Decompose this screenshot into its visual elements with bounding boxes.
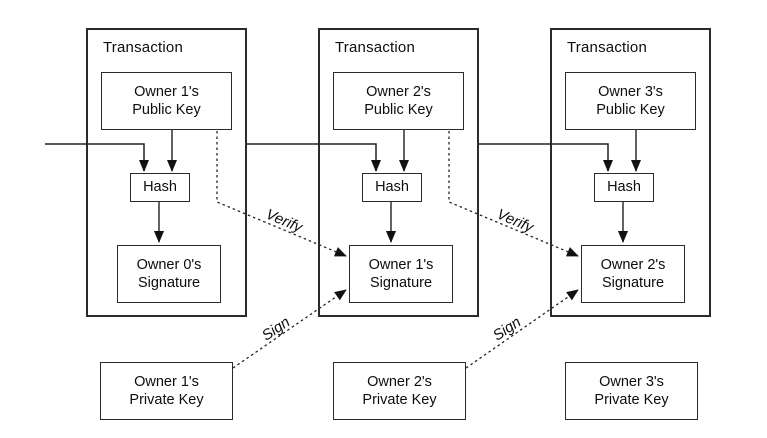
public-key-line2: Public Key — [364, 102, 433, 118]
public-key-box: Owner 2's Public Key — [333, 72, 464, 130]
chain-line-to-hash-2 — [247, 143, 381, 172]
public-key-line2: Public Key — [132, 102, 201, 118]
signature-line1: Owner 2's — [600, 256, 666, 273]
public-key-line1: Owner 3's — [598, 83, 663, 100]
signature-line2: Signature — [601, 275, 665, 291]
hash-box: Hash — [594, 173, 654, 202]
transaction-box-1: Transaction Owner 1's Public Key Hash Ow… — [86, 28, 247, 317]
verify-arrow-1 — [216, 131, 347, 257]
signature-box: Owner 2's Signature — [581, 245, 685, 303]
private-key-line1: Owner 1's — [134, 373, 199, 390]
private-key-box-3: Owner 3's Private Key — [565, 362, 698, 420]
signature-box: Owner 1's Signature — [349, 245, 453, 303]
chain-line-to-hash-3 — [479, 143, 613, 172]
public-key-line1: Owner 1's — [134, 83, 199, 100]
transaction-box-2: Transaction Owner 2's Public Key Hash Ow… — [318, 28, 479, 317]
signature-line2: Signature — [137, 275, 201, 291]
signature-line1: Owner 0's — [136, 256, 202, 273]
signature-line1: Owner 1's — [368, 256, 434, 273]
signature-box: Owner 0's Signature — [117, 245, 221, 303]
sign-arrow-2 — [465, 289, 579, 369]
private-key-box-2: Owner 2's Private Key — [333, 362, 466, 420]
public-key-line1: Owner 2's — [366, 83, 431, 100]
signature-line2: Signature — [369, 275, 433, 291]
private-key-line1: Owner 3's — [599, 373, 664, 390]
public-key-line2: Public Key — [596, 102, 665, 118]
hash-box: Hash — [130, 173, 190, 202]
transaction-title: Transaction — [335, 39, 416, 56]
transaction-title: Transaction — [567, 39, 648, 56]
private-key-box-1: Owner 1's Private Key — [100, 362, 233, 420]
transaction-box-3: Transaction Owner 3's Public Key Hash Ow… — [550, 28, 711, 317]
private-key-line2: Private Key — [594, 392, 669, 408]
public-key-box: Owner 3's Public Key — [565, 72, 696, 130]
transaction-title: Transaction — [103, 39, 184, 56]
public-key-box: Owner 1's Public Key — [101, 72, 232, 130]
private-key-line1: Owner 2's — [367, 373, 432, 390]
private-key-line2: Private Key — [129, 392, 204, 408]
chain-line-to-hash-1 — [45, 143, 149, 172]
private-key-line2: Private Key — [362, 392, 437, 408]
sign-arrow-1 — [232, 289, 347, 369]
hash-box: Hash — [362, 173, 422, 202]
verify-arrow-2 — [448, 131, 579, 257]
